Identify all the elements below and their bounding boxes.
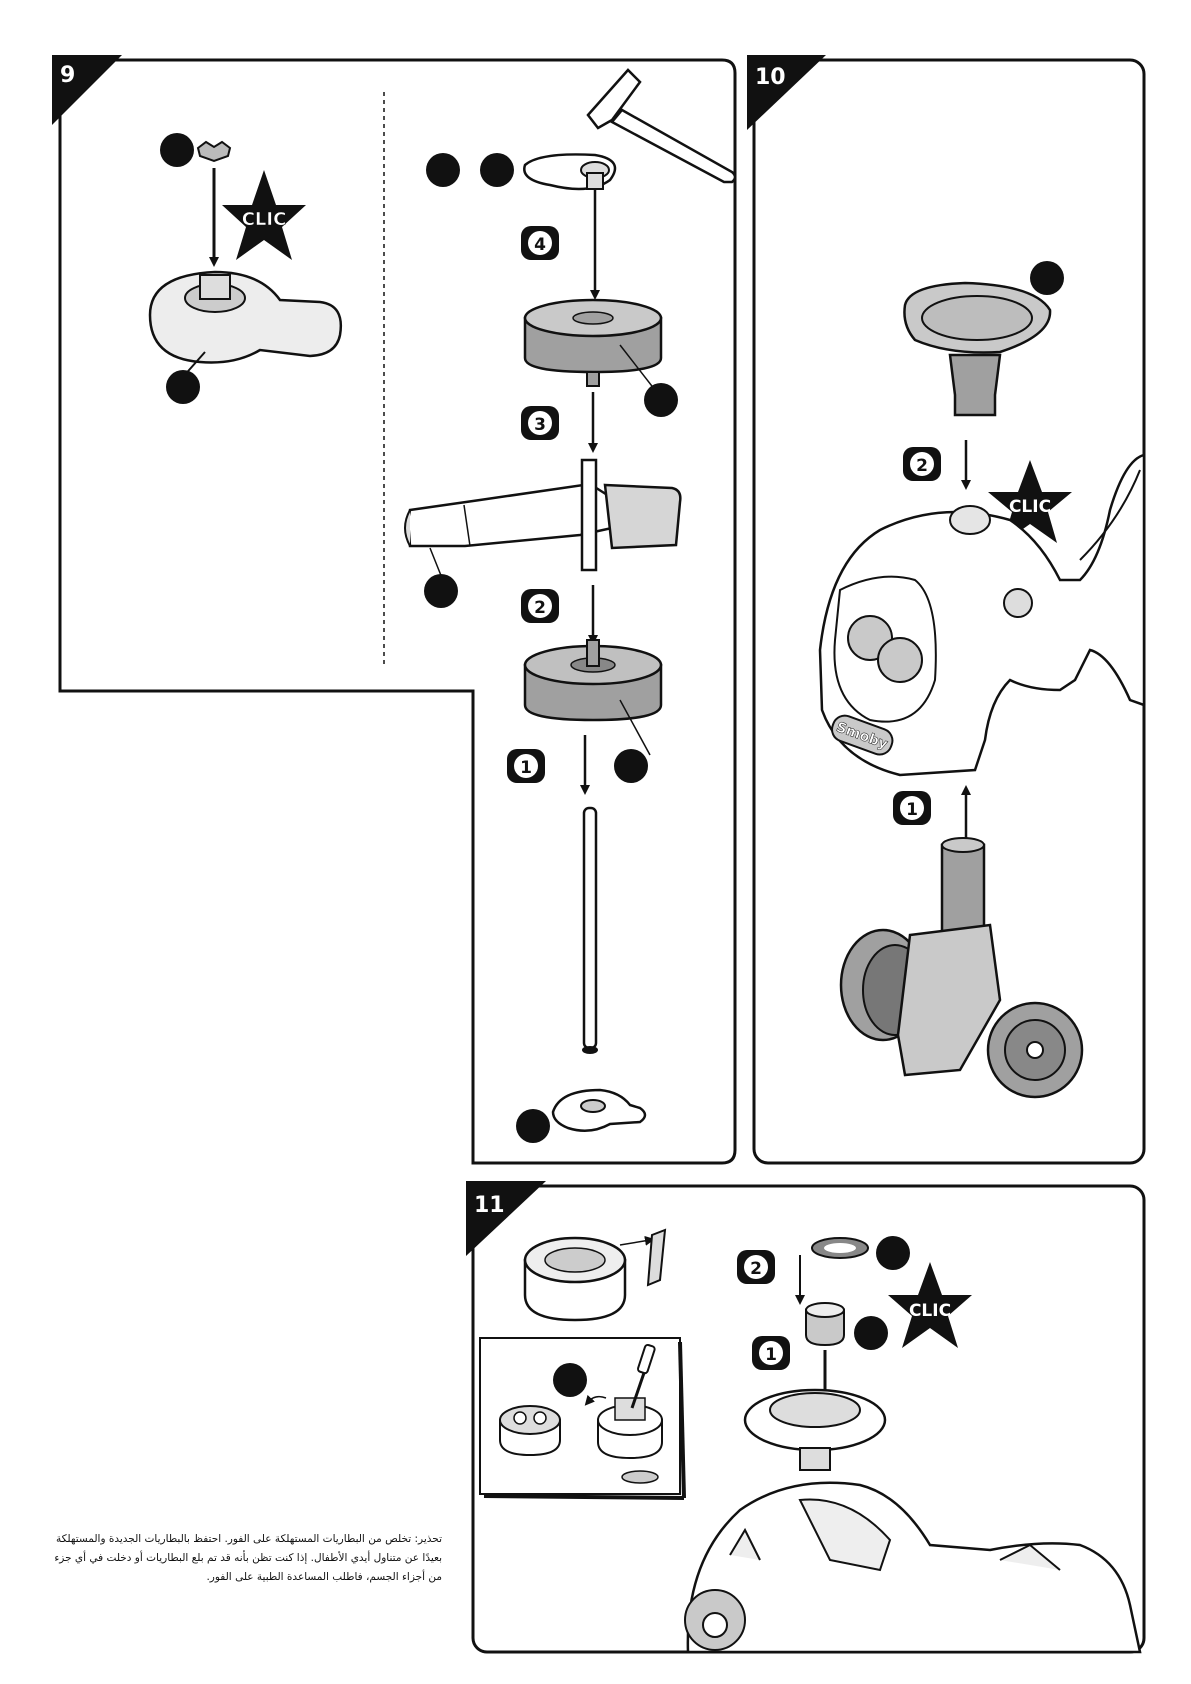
axle-housing-part	[405, 460, 680, 608]
bottom-cap-part	[516, 1090, 645, 1143]
ride-on-car-body-step11	[685, 1483, 1140, 1652]
svg-text:1: 1	[765, 1345, 777, 1365]
stage-1-badge-step10: 1	[893, 791, 931, 825]
callout-dot-icon	[553, 1363, 587, 1397]
stage-2-badge-step11: 2	[737, 1250, 775, 1284]
stage-2-badge-step10: 2	[903, 447, 941, 481]
stage-1-badge: 1	[507, 749, 545, 783]
callout-dot-icon	[424, 574, 458, 608]
battery-warning-text: تحذير: تخلص من البطاريات المستهلكة على ا…	[60, 1530, 442, 1587]
stage-4-badge: 4	[521, 226, 559, 260]
svg-text:3: 3	[534, 415, 546, 435]
svg-text:2: 2	[534, 598, 546, 618]
svg-text:CLIC: CLIC	[909, 1301, 951, 1321]
callout-dot-icon	[160, 133, 194, 167]
step-11-number: 11	[474, 1193, 505, 1218]
step-10-panel: 10 2 CLIC Smoby	[747, 55, 1144, 1163]
steering-wheel-part	[745, 1390, 885, 1470]
callout-dot-icon	[426, 153, 460, 187]
clic-star-step11: CLIC	[888, 1262, 972, 1348]
battery-replacement-inset	[480, 1338, 684, 1498]
callout-dot-icon	[876, 1236, 910, 1270]
svg-text:CLIC: CLIC	[242, 209, 287, 230]
svg-text:2: 2	[916, 456, 928, 476]
stage-1-badge-step11: 1	[752, 1336, 790, 1370]
sound-module-part	[525, 1230, 665, 1320]
svg-text:1: 1	[520, 758, 532, 778]
callout-dot-icon	[1030, 261, 1064, 295]
wheel-part	[525, 640, 661, 783]
step-9-number: 9	[60, 63, 75, 88]
svg-text:4: 4	[534, 235, 546, 255]
svg-text:2: 2	[750, 1259, 762, 1279]
step-10-number: 10	[755, 65, 786, 90]
ride-on-car-body: Smoby	[820, 455, 1144, 775]
step-9-panel: 9 CLIC	[52, 55, 735, 1163]
stage-2-badge: 2	[521, 589, 559, 623]
callout-dot-icon	[166, 370, 200, 404]
callout-dot-icon	[644, 383, 678, 417]
stage-3-badge: 3	[521, 406, 559, 440]
axle-cap-part	[426, 153, 615, 295]
warning-line-1: تحذير: تخلص من البطاريات المستهلكة على ا…	[60, 1530, 442, 1549]
warning-line-3: من أجزاء الجسم، فاطلب المساعدة الطبية عل…	[60, 1568, 442, 1587]
base-plate-illustration	[150, 272, 341, 404]
callout-dot-icon	[614, 749, 648, 783]
svg-text:1: 1	[906, 800, 918, 820]
wheel-chassis-part	[841, 838, 1082, 1097]
horn-button-parts	[800, 1236, 910, 1400]
callout-dot-icon	[516, 1109, 550, 1143]
steering-seat-part	[904, 261, 1064, 415]
clic-star-step9: CLIC	[222, 170, 306, 260]
callout-dot-icon	[854, 1316, 888, 1350]
warning-line-2: بعيدًا عن متناول أيدي الأطفال. إذا كنت ت…	[60, 1549, 442, 1568]
svg-text:CLIC: CLIC	[1009, 497, 1051, 517]
step-11-panel: 11	[466, 1181, 1144, 1652]
callout-dot-icon	[480, 153, 514, 187]
wheel-hub-part	[525, 300, 678, 417]
axle-rod-part	[582, 808, 598, 1054]
cap-part-illustration	[160, 133, 230, 262]
